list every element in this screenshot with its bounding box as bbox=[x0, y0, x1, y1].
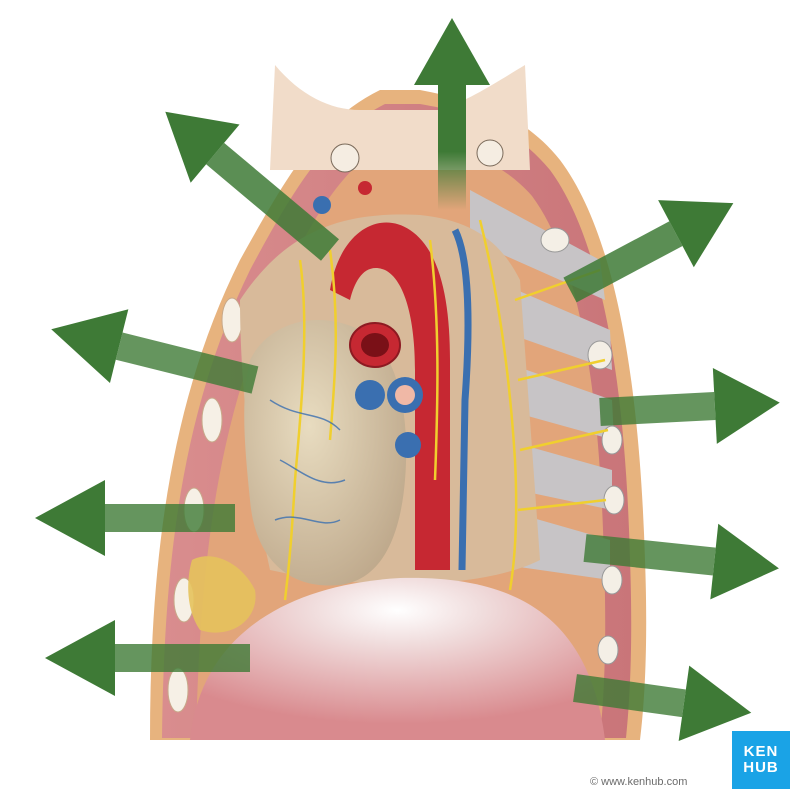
arrow-up-left bbox=[165, 111, 339, 261]
azygos-vein bbox=[451, 228, 472, 571]
arrow-up-right bbox=[563, 200, 734, 303]
copyright-text: © www.kenhub.com bbox=[590, 776, 688, 788]
arrow-right-lower bbox=[573, 665, 752, 741]
pulmonary-vessels bbox=[355, 377, 423, 458]
pericardial-vessels bbox=[269, 399, 346, 524]
arrows bbox=[35, 18, 780, 741]
logo-line-2: HUB bbox=[743, 759, 779, 776]
arrow-right-upper bbox=[599, 368, 780, 444]
arrow-right-middle bbox=[583, 523, 779, 600]
arrow-left-lower bbox=[45, 620, 250, 696]
diaphragm bbox=[190, 577, 605, 740]
nerves bbox=[283, 219, 609, 601]
fat-pad bbox=[188, 556, 256, 633]
aorta bbox=[330, 222, 450, 570]
great-vessels bbox=[313, 139, 504, 214]
kenhub-logo: KEN HUB bbox=[732, 731, 790, 789]
arrow-left-middle bbox=[35, 480, 235, 556]
logo-line-1: KEN bbox=[743, 743, 779, 760]
arrow-left-upper bbox=[51, 309, 259, 394]
arrow-up bbox=[414, 18, 490, 210]
